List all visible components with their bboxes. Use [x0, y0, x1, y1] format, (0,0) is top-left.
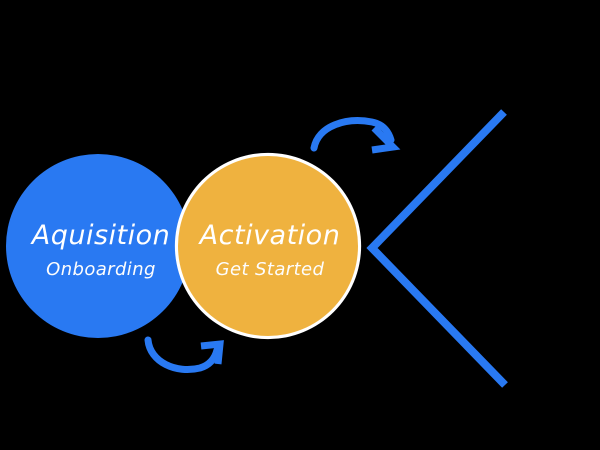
activation-title: Activation [198, 220, 341, 251]
stage-activation[interactable]: Activation Get Started [174, 152, 362, 340]
curved-arrow-top-shaft [310, 117, 395, 152]
curved-arrow-top-head [371, 125, 401, 154]
acquisition-title: Aquisition [30, 220, 171, 251]
curved-arrow-bottom-icon [144, 336, 224, 373]
acquisition-subtitle: Onboarding [46, 259, 156, 280]
curved-arrow-bottom-head [200, 340, 224, 365]
curved-arrow-top-icon [310, 117, 401, 154]
stage-acquisition[interactable]: Aquisition Onboarding [6, 154, 190, 338]
chevron-stroke [366, 109, 508, 388]
chevron-left-icon [366, 109, 508, 388]
activation-subtitle: Get Started [216, 259, 325, 280]
curved-arrow-bottom-shaft [144, 336, 221, 373]
activation-circle-shape[interactable] [178, 156, 358, 336]
acquisition-circle-shape[interactable] [6, 154, 190, 338]
